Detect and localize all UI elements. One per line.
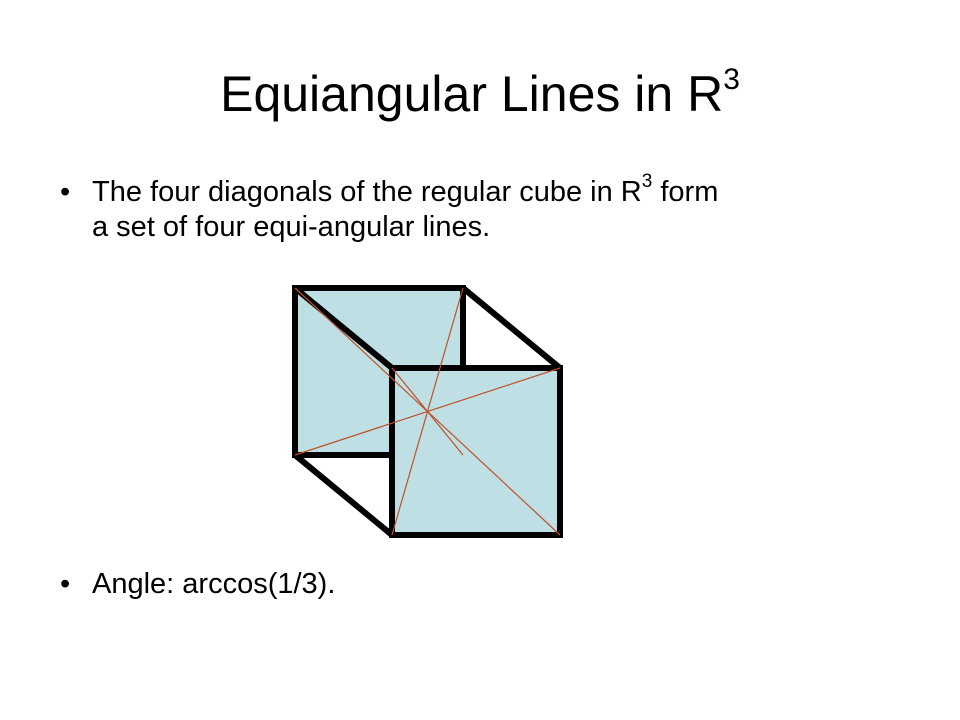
bullet-text: The four diagonals of the regular cube i… xyxy=(92,172,922,245)
bullet-text: Angle: arccos(1/3). xyxy=(92,568,336,600)
bullet-line-1-start: The four diagonals of the regular cube i… xyxy=(92,176,642,208)
cube-front-face xyxy=(389,365,563,538)
bullet-line-1: The four diagonals of the regular cube i… xyxy=(92,172,922,210)
cube-edge-bottom-left xyxy=(293,452,394,538)
bullet-line-1-end: form xyxy=(652,176,719,208)
cube-diagonal-4 xyxy=(391,367,464,456)
cube-edge-top-right xyxy=(461,285,562,371)
bullet-dot: • xyxy=(60,568,71,600)
bullet-dot: • xyxy=(60,176,71,208)
slide-title-superscript: 3 xyxy=(723,63,740,96)
bullet-superscript: 3 xyxy=(641,171,653,192)
slide-title: Equiangular Lines in R3 xyxy=(0,62,960,126)
slide-title-text: Equiangular Lines in R xyxy=(220,66,724,122)
cube-edge-top-left xyxy=(293,285,394,371)
bullet-line-2: a set of four equi-angular lines. xyxy=(92,211,491,243)
